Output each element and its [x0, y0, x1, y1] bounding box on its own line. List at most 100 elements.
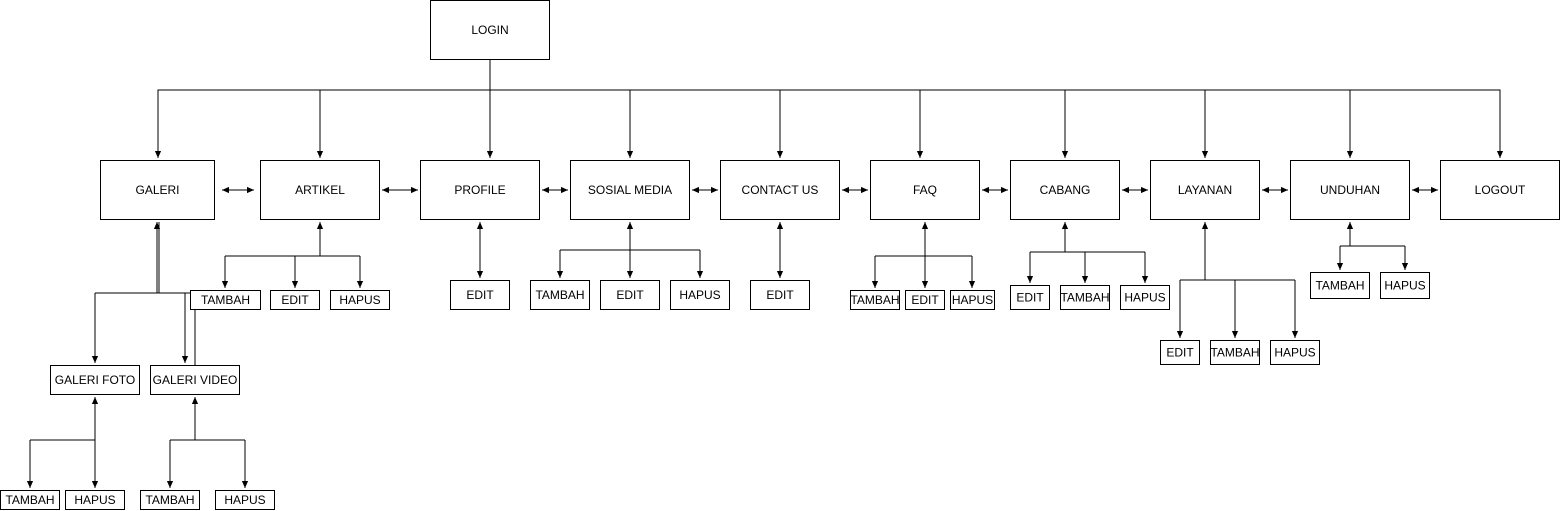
node-box	[720, 160, 840, 220]
node-label: HAPUS	[952, 293, 993, 307]
node-label: LOGIN	[471, 23, 508, 37]
node-label: TAMBAH	[201, 293, 250, 307]
node-cabang: CABANG	[1010, 160, 1120, 220]
node-label: HAPUS	[679, 288, 720, 302]
node-label: TAMBAH	[5, 493, 54, 507]
node-art-edit: EDIT	[270, 290, 320, 310]
node-logout: LOGOUT	[1440, 160, 1560, 220]
node-label: GALERI	[135, 183, 179, 197]
node-label: TAMBAH	[145, 493, 194, 507]
node-box	[850, 290, 900, 310]
node-cab-hapus: HAPUS	[1120, 285, 1170, 310]
node-sos-hapus: HAPUS	[670, 280, 730, 310]
node-sos-tambah: TAMBAH	[530, 280, 590, 310]
node-unduhan: UNDUHAN	[1290, 160, 1410, 220]
node-foto-hapus: HAPUS	[65, 490, 125, 510]
node-video-hapus: HAPUS	[215, 490, 275, 510]
node-faq-hapus: HAPUS	[950, 290, 995, 310]
node-box	[1210, 340, 1260, 365]
node-box	[530, 280, 590, 310]
node-label: HAPUS	[1384, 279, 1425, 293]
node-label: PROFILE	[454, 183, 505, 197]
node-und-tambah: TAMBAH	[1310, 272, 1370, 299]
node-label: TAMBAH	[850, 293, 899, 307]
node-box	[1270, 340, 1320, 365]
node-box	[1150, 160, 1260, 220]
node-label: SOSIAL MEDIA	[588, 183, 672, 197]
node-label: LOGOUT	[1475, 183, 1526, 197]
node-contact: CONTACT US	[720, 160, 840, 220]
node-box	[0, 490, 60, 510]
node-label: EDIT	[911, 293, 939, 307]
node-cab-tambah: TAMBAH	[1060, 285, 1110, 310]
connector-1	[154, 89, 490, 158]
node-con-edit: EDIT	[750, 280, 810, 310]
node-label: TAMBAH	[535, 288, 584, 302]
node-faq: FAQ	[870, 160, 980, 220]
node-box	[430, 0, 550, 60]
node-box	[670, 280, 730, 310]
node-video-tambah: TAMBAH	[140, 490, 200, 510]
node-box	[1060, 285, 1110, 310]
node-artikel: ARTIKEL	[260, 160, 380, 220]
node-login: LOGIN	[430, 0, 550, 60]
node-box	[450, 280, 510, 310]
node-box	[570, 160, 690, 220]
node-label: UNDUHAN	[1320, 183, 1380, 197]
node-sos-edit: EDIT	[600, 280, 660, 310]
node-box	[1010, 160, 1120, 220]
node-profile: PROFILE	[420, 160, 540, 220]
node-galeri-foto: GALERI FOTO	[50, 365, 140, 395]
node-box	[270, 290, 320, 310]
node-box	[1160, 340, 1200, 365]
node-label: CONTACT US	[742, 183, 819, 197]
diagram-connectors	[26, 60, 1504, 488]
node-box	[870, 160, 980, 220]
node-label: HAPUS	[339, 293, 380, 307]
node-box	[150, 365, 240, 395]
node-layanan: LAYANAN	[1150, 160, 1260, 220]
node-sosial: SOSIAL MEDIA	[570, 160, 690, 220]
node-box	[950, 290, 995, 310]
node-label: EDIT	[466, 288, 494, 302]
node-box	[1120, 285, 1170, 310]
node-faq-edit: EDIT	[905, 290, 945, 310]
node-lay-edit: EDIT	[1160, 340, 1200, 365]
node-label: EDIT	[1016, 291, 1044, 305]
node-art-tambah: TAMBAH	[190, 290, 261, 310]
node-foto-tambah: TAMBAH	[0, 490, 60, 510]
node-box	[1440, 160, 1560, 220]
node-box	[420, 160, 540, 220]
node-box	[50, 365, 140, 395]
node-box	[65, 490, 125, 510]
node-prof-edit: EDIT	[450, 280, 510, 310]
node-label: EDIT	[616, 288, 644, 302]
node-box	[215, 490, 275, 510]
node-box	[905, 290, 945, 310]
node-faq-tambah: TAMBAH	[850, 290, 900, 310]
node-label: HAPUS	[1124, 291, 1165, 305]
node-label: TAMBAH	[1315, 279, 1364, 293]
node-label: HAPUS	[74, 493, 115, 507]
node-galeri: GALERI	[100, 160, 215, 220]
node-galeri-video: GALERI VIDEO	[150, 365, 240, 395]
node-label: EDIT	[281, 293, 309, 307]
node-cab-edit: EDIT	[1010, 285, 1050, 310]
node-box	[1310, 272, 1370, 299]
node-box	[1290, 160, 1410, 220]
node-box	[100, 160, 215, 220]
node-box	[1010, 285, 1050, 310]
node-label: TAMBAH	[1210, 346, 1259, 360]
node-label: HAPUS	[1274, 346, 1315, 360]
node-label: CABANG	[1040, 183, 1091, 197]
node-label: EDIT	[766, 288, 794, 302]
node-box	[260, 160, 380, 220]
node-lay-hapus: HAPUS	[1270, 340, 1320, 365]
node-label: GALERI FOTO	[55, 373, 135, 387]
connector-50	[95, 292, 196, 365]
node-label: TAMBAH	[1060, 291, 1109, 305]
node-label: ARTIKEL	[295, 183, 345, 197]
connector-0	[489, 60, 1504, 158]
